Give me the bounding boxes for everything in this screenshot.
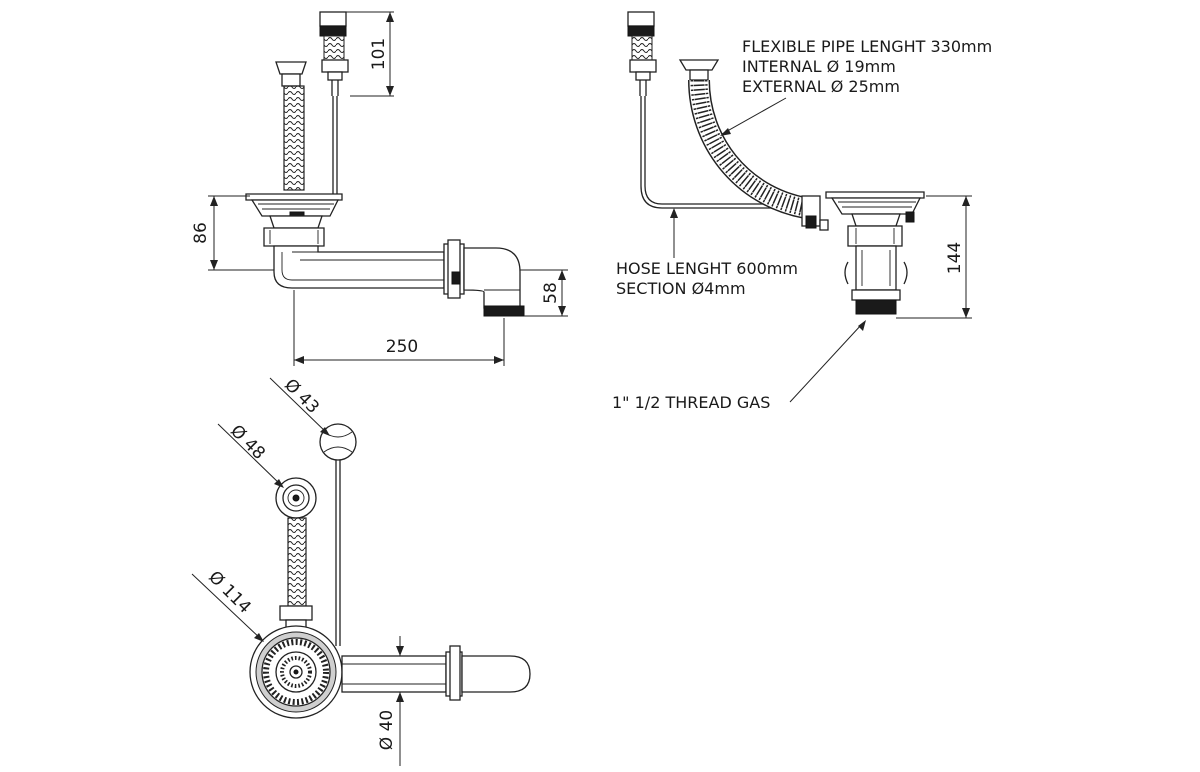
flex-pipe-note-1: FLEXIBLE PIPE LENGHT 330mm: [742, 37, 992, 56]
dim-right-height: 144: [945, 242, 965, 274]
front-view: [245, 11, 525, 317]
plan-view: [249, 423, 531, 719]
hose-note-1: HOSE LENGHT 600mm: [616, 259, 798, 278]
flexible-pipe: [283, 85, 305, 191]
flex-pipe-note-3: EXTERNAL Ø 25mm: [742, 77, 900, 96]
notes: FLEXIBLE PIPE LENGHT 330mm INTERNAL Ø 19…: [612, 37, 992, 412]
side-view: [627, 11, 925, 315]
dim-top-height: 101: [369, 38, 389, 70]
flexible-pipe-plan: [287, 517, 307, 607]
knob-circle: [319, 423, 357, 461]
dim-length: 250: [386, 337, 418, 357]
front-dimensions: 101 86 58 250: [191, 11, 568, 366]
thread-note: 1" 1/2 THREAD GAS: [612, 393, 770, 412]
side-dimensions: 144: [896, 195, 972, 319]
dim-basket-height: 86: [191, 222, 211, 244]
dim-outlet-height: 58: [541, 282, 561, 304]
dim-knob-diameter: Ø 43: [280, 375, 323, 418]
dim-pipe-diameter: Ø 40: [377, 710, 397, 750]
dim-overflow-diameter: Ø 48: [226, 421, 269, 464]
hose-note-2: SECTION Ø4mm: [616, 279, 746, 298]
flex-pipe-note-2: INTERNAL Ø 19mm: [742, 57, 896, 76]
